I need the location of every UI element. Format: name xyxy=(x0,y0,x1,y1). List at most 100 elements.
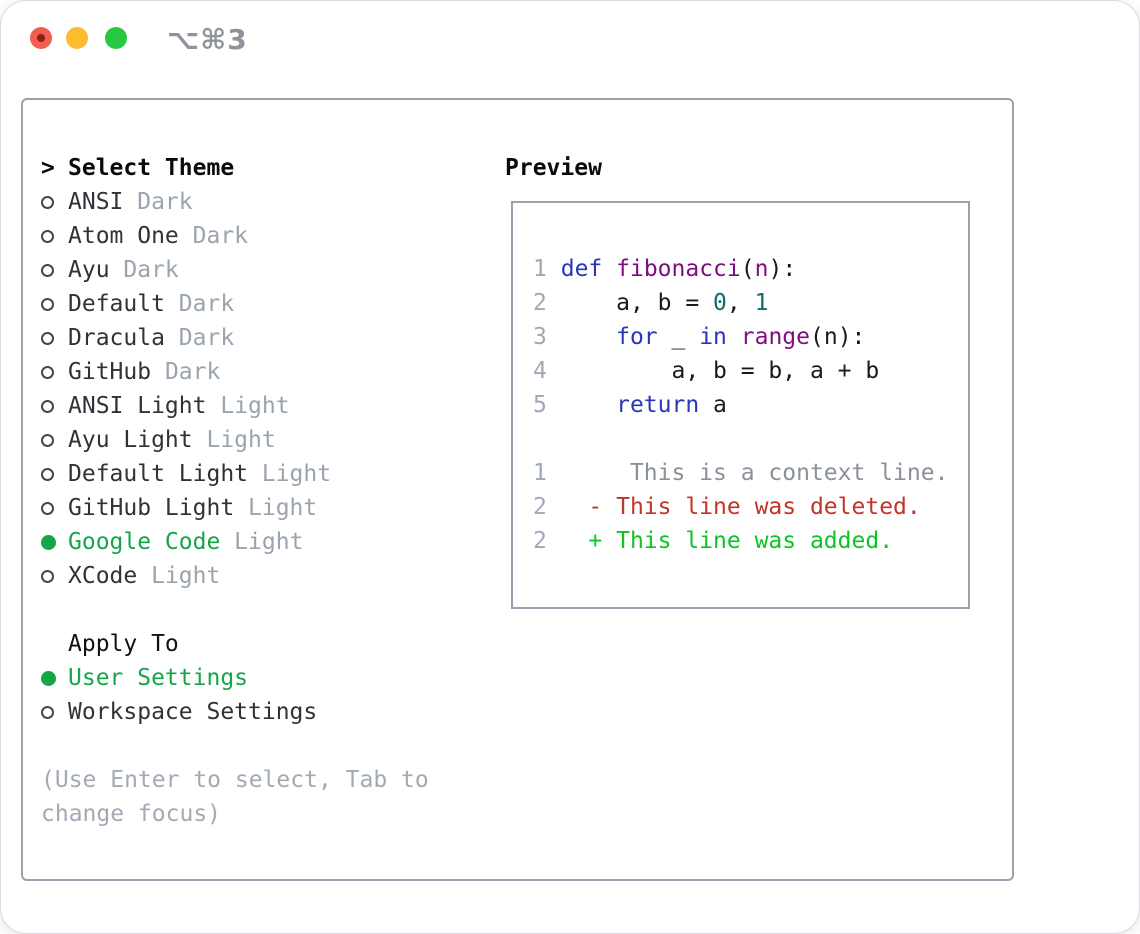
theme-variant: Light xyxy=(220,529,304,555)
radio-icon xyxy=(41,263,54,277)
radio-icon xyxy=(41,467,54,481)
code-token: 2 xyxy=(533,528,547,554)
theme-item[interactable]: Ayu Dark xyxy=(41,253,481,287)
preview-line xyxy=(533,422,968,456)
theme-list-title: Select Theme xyxy=(68,155,235,181)
pointer-icon: > xyxy=(41,155,55,181)
theme-item-label: Dracula xyxy=(68,325,165,351)
code-token: 1 xyxy=(754,290,769,316)
code-token: 1 xyxy=(533,256,547,282)
radio-icon xyxy=(41,569,54,583)
theme-item-label: Atom One xyxy=(68,223,179,249)
code-token: range xyxy=(740,324,811,350)
theme-item-label: Google Code xyxy=(68,529,221,555)
apply-option[interactable]: User Settings xyxy=(41,661,481,695)
theme-item-label: Ayu xyxy=(68,257,110,283)
code-token: 1 xyxy=(533,460,547,486)
preview-line: 2 - This line was deleted. xyxy=(533,490,968,524)
theme-variant: Light xyxy=(248,461,332,487)
radio-selected-icon xyxy=(41,670,56,686)
code-token xyxy=(547,392,616,418)
window-titlebar: ⌥⌘3 xyxy=(1,1,1139,98)
code-token xyxy=(727,324,741,350)
preview-line: 1 def fibonacci(n): xyxy=(533,252,968,286)
theme-variant: Dark xyxy=(178,223,249,249)
theme-item-label: Default Light xyxy=(68,461,249,487)
code-token: ( xyxy=(740,256,755,282)
theme-variant: Dark xyxy=(164,291,235,317)
preview-line: 5 return a xyxy=(533,388,968,422)
code-token: (n): xyxy=(810,324,866,350)
code-token: 0 xyxy=(713,290,727,316)
theme-variant: Dark xyxy=(123,189,193,215)
code-token: a, b = xyxy=(546,290,714,316)
code-token: a, b = b, a + b xyxy=(546,358,880,384)
radio-icon xyxy=(41,365,54,379)
radio-icon xyxy=(41,195,54,209)
code-token: 2 xyxy=(533,290,547,316)
theme-item[interactable]: Atom One Dark xyxy=(41,219,481,253)
preview-title: Preview xyxy=(505,155,602,181)
theme-item[interactable]: XCode Light xyxy=(41,559,481,593)
theme-item[interactable]: Default Light Light xyxy=(41,457,481,491)
code-token: in xyxy=(699,324,727,350)
preview-line: 4 a, b = b, a + b xyxy=(533,354,968,388)
code-token xyxy=(547,528,589,554)
theme-item-label: ANSI xyxy=(68,189,124,215)
code-token: def xyxy=(560,256,603,282)
theme-variant: Light xyxy=(206,393,290,419)
theme-item-label: GitHub xyxy=(68,359,152,385)
code-token: 4 xyxy=(533,358,547,384)
theme-variant: Dark xyxy=(151,359,221,385)
close-button[interactable] xyxy=(30,27,52,49)
code-token: for xyxy=(616,324,658,350)
theme-variant: Light xyxy=(192,427,276,453)
theme-item-label: ANSI Light xyxy=(68,393,207,419)
window-title: ⌥⌘3 xyxy=(167,23,248,56)
apply-option-label: Workspace Settings xyxy=(68,699,318,725)
minimize-button[interactable] xyxy=(66,27,88,49)
theme-item[interactable]: Default Dark xyxy=(41,287,481,321)
apply-to-title: Apply To xyxy=(68,631,179,657)
code-token: n xyxy=(754,256,769,282)
code-token: return xyxy=(616,392,700,418)
theme-item[interactable]: ANSI Dark xyxy=(41,185,481,219)
code-token xyxy=(602,256,616,282)
code-token: _ xyxy=(657,324,700,350)
preview-line: 3 for _ in range(n): xyxy=(533,320,968,354)
theme-variant: Light xyxy=(137,563,221,589)
code-token xyxy=(547,256,561,282)
radio-icon xyxy=(41,331,54,345)
apply-option[interactable]: Workspace Settings xyxy=(41,695,481,729)
theme-item-label: GitHub Light xyxy=(68,495,235,521)
theme-item[interactable]: Google Code Light xyxy=(41,525,481,559)
radio-icon xyxy=(41,399,54,413)
apply-to-header-row: Apply To xyxy=(41,627,481,661)
preview-line: 1 This is a context line. xyxy=(533,456,968,490)
theme-item-label: Ayu Light xyxy=(68,427,193,453)
theme-item[interactable]: GitHub Dark xyxy=(41,355,481,389)
theme-item-label: Default xyxy=(68,291,165,317)
code-token: , xyxy=(726,290,755,316)
preview-line: 2 a, b = 0, 1 xyxy=(533,286,968,320)
radio-icon xyxy=(41,229,54,243)
theme-item[interactable]: ANSI Light Light xyxy=(41,389,481,423)
code-token xyxy=(547,324,616,350)
maximize-button[interactable] xyxy=(105,27,127,49)
theme-item[interactable]: Ayu Light Light xyxy=(41,423,481,457)
theme-item[interactable]: GitHub Light Light xyxy=(41,491,481,525)
theme-item[interactable]: Dracula Dark xyxy=(41,321,481,355)
theme-variant: Dark xyxy=(164,325,235,351)
code-token: a xyxy=(699,392,727,418)
theme-list-header: > Select Theme xyxy=(41,151,481,185)
close-dot-icon xyxy=(37,34,45,42)
code-token: 3 xyxy=(533,324,547,350)
theme-variant: Light xyxy=(234,495,318,521)
code-token: 5 xyxy=(533,392,547,418)
